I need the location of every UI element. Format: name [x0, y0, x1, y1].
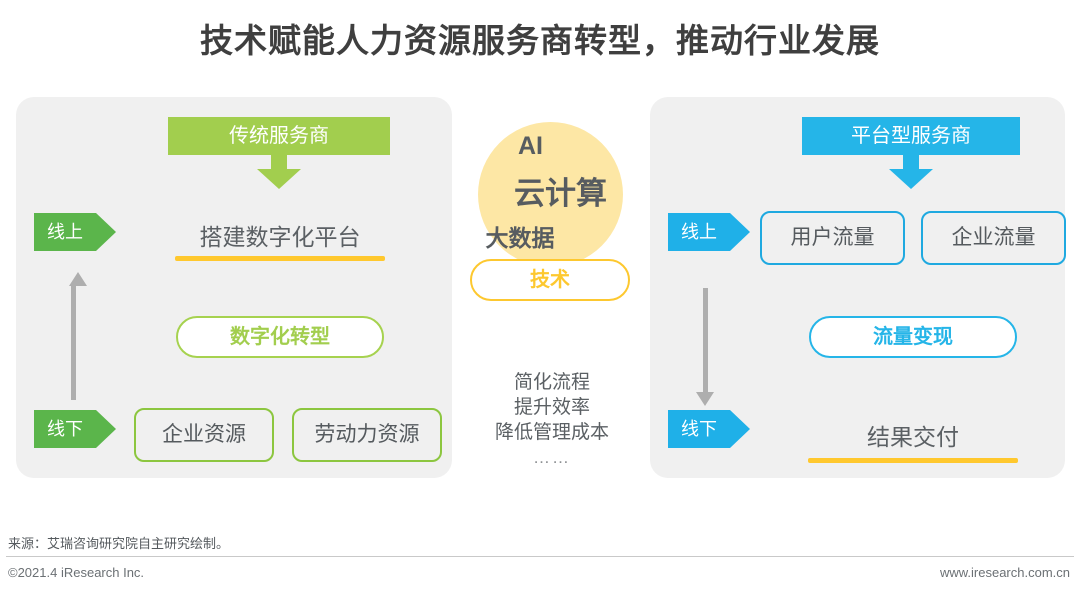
center-term-bigdata: 大数据 [485, 225, 555, 251]
benefit-item: 降低管理成本 [494, 422, 609, 443]
page-title: 技术赋能人力资源服务商转型，推动行业发展 [200, 22, 880, 59]
chevron-point-icon [730, 410, 750, 448]
left-banner-arrow-head [257, 169, 301, 189]
left-center-pill: 数字化转型 [176, 316, 384, 358]
right-offline-tag-label: 线下 [681, 419, 717, 439]
copyright-text: ©2021.4 iResearch Inc. [8, 565, 145, 580]
left-offline-tag: 线下 [34, 410, 116, 448]
left-offline-tag-label: 线下 [47, 419, 83, 439]
right-banner: 平台型服务商 [802, 117, 1020, 155]
left-flow-arrow-head-icon [69, 272, 87, 286]
left-online-tag: 线上 [34, 213, 116, 251]
right-flow-arrow-head-icon [696, 392, 714, 406]
right-online-tag-label: 线上 [681, 222, 717, 242]
right-offline-tag: 线下 [668, 410, 750, 448]
benefit-item: 简化流程 [513, 372, 590, 393]
right-online-tag: 线上 [668, 213, 750, 251]
right-center-pill: 流量变现 [809, 316, 1017, 358]
center-ellipsis: …… [533, 448, 571, 467]
right-banner-arrow-head [889, 169, 933, 189]
right-card-enterprise-traffic: 企业流量 [921, 211, 1066, 265]
left-banner-arrow-stem [271, 155, 287, 169]
source-note: 来源：艾瑞咨询研究院自主研究绘制。 [8, 536, 230, 551]
left-card-labor-resource: 劳动力资源 [292, 408, 442, 462]
right-offline-label: 结果交付 [867, 424, 959, 450]
chevron-body [668, 213, 730, 251]
chevron-body [668, 410, 730, 448]
chevron-body [34, 410, 96, 448]
left-online-label: 搭建数字化平台 [199, 224, 361, 250]
left-banner: 传统服务商 [168, 117, 390, 155]
left-flow-arrow-shaft [71, 286, 76, 400]
right-card-user-traffic: 用户流量 [760, 211, 905, 265]
right-banner-arrow-stem [903, 155, 919, 169]
left-online-tag-label: 线上 [47, 222, 83, 242]
footer-divider [6, 556, 1074, 557]
chevron-point-icon [96, 213, 116, 251]
website-url: www.iresearch.com.cn [939, 565, 1070, 580]
left-online-underline [175, 256, 385, 261]
center-term-ai: AI [518, 132, 543, 160]
benefit-item: 提升效率 [513, 397, 590, 418]
right-offline-underline [808, 458, 1018, 463]
technology-circle [478, 122, 623, 267]
chevron-point-icon [96, 410, 116, 448]
left-card-enterprise-resource: 企业资源 [134, 408, 274, 462]
chevron-point-icon [730, 213, 750, 251]
right-flow-arrow-shaft [703, 288, 708, 392]
center-tech-pill: 技术 [470, 259, 630, 301]
center-benefits-list: 简化流程 提升效率 降低管理成本 [462, 370, 642, 445]
chevron-body [34, 213, 96, 251]
center-term-cloud: 云计算 [514, 176, 607, 211]
